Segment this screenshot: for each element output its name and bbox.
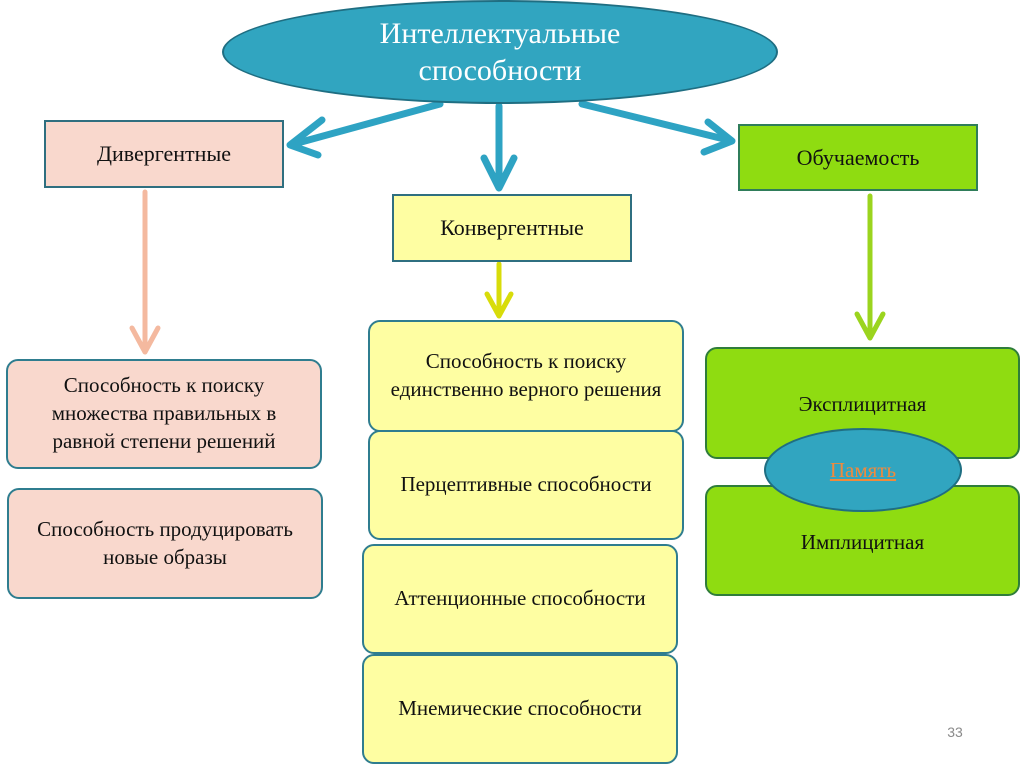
convergent-item-label: Способность к поиску единственно верного… [390,349,662,401]
divergent-heading-label: Дивергентные [96,141,231,167]
root-to-convergent-arrow [480,102,518,192]
convergent-item-attention: Аттенционные способности [362,544,678,654]
convergent-item-perceptive: Перцептивные способности [368,430,684,540]
divergent-heading-box: Дивергентные [44,120,284,188]
memory-link-node[interactable]: Память [764,428,962,512]
learnability-item-label: Имплицитная [800,529,925,554]
root-node-intellectual-abilities: Интеллектуальные способности [222,0,778,104]
page-number: 33 [947,724,963,740]
learnability-heading-label: Обучаемость [796,144,920,170]
convergent-heading-box: Конвергентные [392,194,632,262]
divergent-item-label: Способность к поиску множества правильны… [51,373,277,453]
convergent-item-label: Перцептивные способности [400,472,652,497]
learnability-item-label: Эксплицитная [798,392,927,417]
divergent-item-label: Способность продуцировать новые образы [37,516,293,569]
root-to-divergent-arrow [286,100,444,159]
convergent-item-label: Аттенционные способности [394,586,646,611]
divergent-item-multiple-solutions: Способность к поиску множества правильны… [6,359,322,469]
convergent-down-arrow [484,261,514,319]
root-to-learnability-arrow [578,100,736,156]
convergent-item-label: Мнемические способности [398,696,642,721]
divergent-down-arrow [129,189,161,355]
convergent-heading-label: Конвергентные [440,215,584,241]
learnability-heading-box: Обучаемость [738,124,978,191]
learnability-down-arrow [854,193,886,341]
root-node-label: Интеллектуальные способности [379,16,621,88]
memory-link[interactable]: Память [829,457,897,482]
convergent-item-single-solution: Способность к поиску единственно верного… [368,320,684,432]
convergent-item-mnemonic: Мнемические способности [362,654,678,764]
divergent-item-new-images: Способность продуцировать новые образы [7,488,323,599]
